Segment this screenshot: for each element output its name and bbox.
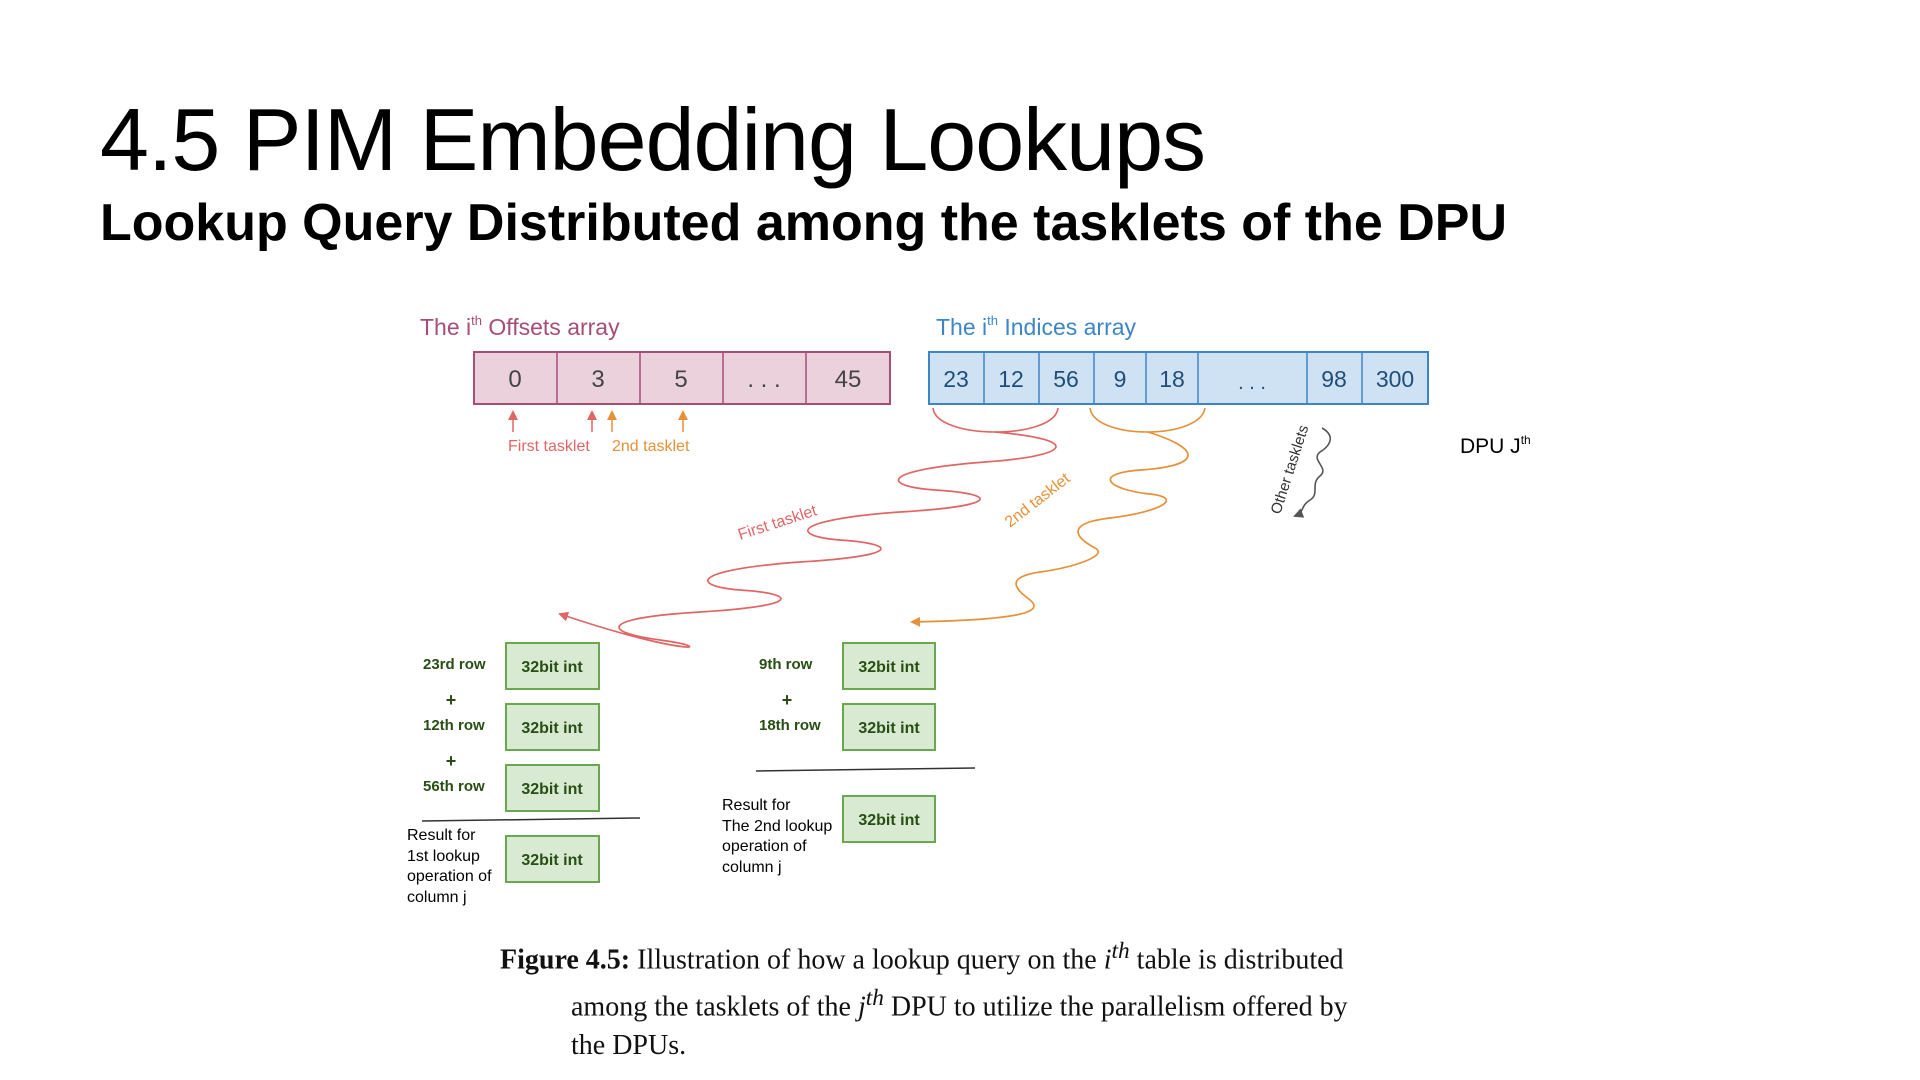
result-label: column j <box>722 859 782 876</box>
result-label: operation of <box>722 838 807 855</box>
row-label: 18th row <box>759 717 821 734</box>
first-lookup-group: 23rd row 32bit int + 12th row 32bit int … <box>407 642 641 906</box>
index-cell: 56 <box>1053 366 1079 392</box>
second-tasklet-brace <box>1089 407 1206 433</box>
index-cell: 300 <box>1376 366 1414 392</box>
offset-cell: 3 <box>591 366 604 393</box>
int-cell-text: 32bit int <box>521 852 583 869</box>
int-cell <box>505 642 600 690</box>
result-label: 1st lookup <box>407 848 480 865</box>
sum-line <box>755 767 976 772</box>
int-cell <box>505 703 600 751</box>
index-cell: 23 <box>943 366 969 392</box>
int-cell-text: 32bit int <box>858 812 920 829</box>
offsets-array-label: The ith Offsets array <box>420 313 620 340</box>
figure-caption: Figure 4.5: Illustration of how a lookup… <box>500 932 1450 1065</box>
index-cell: 18 <box>1159 366 1185 392</box>
second-tasklet-wave <box>910 431 1189 627</box>
offset-cell: 45 <box>835 366 862 393</box>
offset-cell: . . . <box>747 366 780 393</box>
row-label: 23rd row <box>423 656 486 673</box>
index-cell: . . . <box>1238 372 1266 394</box>
int-cell <box>505 764 600 812</box>
result-label: Result for <box>407 827 476 844</box>
row-label: 12th row <box>423 717 485 734</box>
plus-sign: + <box>446 690 457 710</box>
result-int-cell <box>505 835 600 883</box>
offset-pointer-arrows <box>508 410 688 432</box>
first-tasklet-wave <box>558 431 1057 648</box>
second-lookup-group: 9th row 32bit int + 18th row 32bit int R… <box>722 642 976 876</box>
caption-line-3: the DPUs. <box>571 1029 687 1061</box>
other-tasklets-wave <box>1293 427 1331 518</box>
row-label: 9th row <box>759 656 813 673</box>
int-cell <box>842 703 936 751</box>
int-cell-text: 32bit int <box>521 659 583 676</box>
caption-line-1: Figure 4.5: Illustration of how a lookup… <box>500 938 1344 976</box>
first-tasklet-brace <box>932 407 1059 433</box>
first-tasklet-wave-label: First tasklet <box>736 502 820 544</box>
second-tasklet-pointer-label: 2nd tasklet <box>612 438 690 455</box>
index-cell: 98 <box>1321 366 1347 392</box>
int-cell-text: 32bit int <box>858 659 920 676</box>
indices-array-label: The ith Indices array <box>936 313 1137 340</box>
result-label: column j <box>407 889 467 906</box>
int-cell-text: 32bit int <box>858 720 920 737</box>
sum-line <box>421 817 641 822</box>
result-label: operation of <box>407 868 492 885</box>
row-label: 56th row <box>423 778 485 795</box>
other-tasklets-label: Other tasklets <box>1268 423 1313 516</box>
caption-label: Figure 4.5: <box>500 944 631 976</box>
first-tasklet-pointer-label: First tasklet <box>508 438 590 455</box>
plus-sign: + <box>782 690 793 710</box>
result-label: Result for <box>722 797 791 814</box>
slide-title: 4.5 PIM Embedding Lookups <box>100 90 1206 189</box>
indices-array: 23 12 56 9 18 . . . 98 300 <box>928 351 1429 405</box>
caption-line-2: among the tasklets of the jth DPU to uti… <box>571 985 1348 1023</box>
plus-sign: + <box>446 751 457 771</box>
second-tasklet-wave-label: 2nd tasklet <box>1002 470 1074 531</box>
offset-cell: 0 <box>508 366 521 393</box>
dpu-label: DPU Jth <box>1460 433 1531 458</box>
offset-cell: 5 <box>674 366 687 393</box>
result-label: The 2nd lookup <box>722 818 832 835</box>
slide-subtitle: Lookup Query Distributed among the taskl… <box>100 194 1508 252</box>
index-cell: 12 <box>998 366 1024 392</box>
result-int-cell <box>842 795 936 843</box>
int-cell <box>842 642 936 690</box>
offsets-array: 0 3 5 . . . 45 <box>473 351 891 405</box>
index-cell: 9 <box>1114 366 1127 392</box>
int-cell-text: 32bit int <box>521 781 583 798</box>
int-cell-text: 32bit int <box>521 720 583 737</box>
